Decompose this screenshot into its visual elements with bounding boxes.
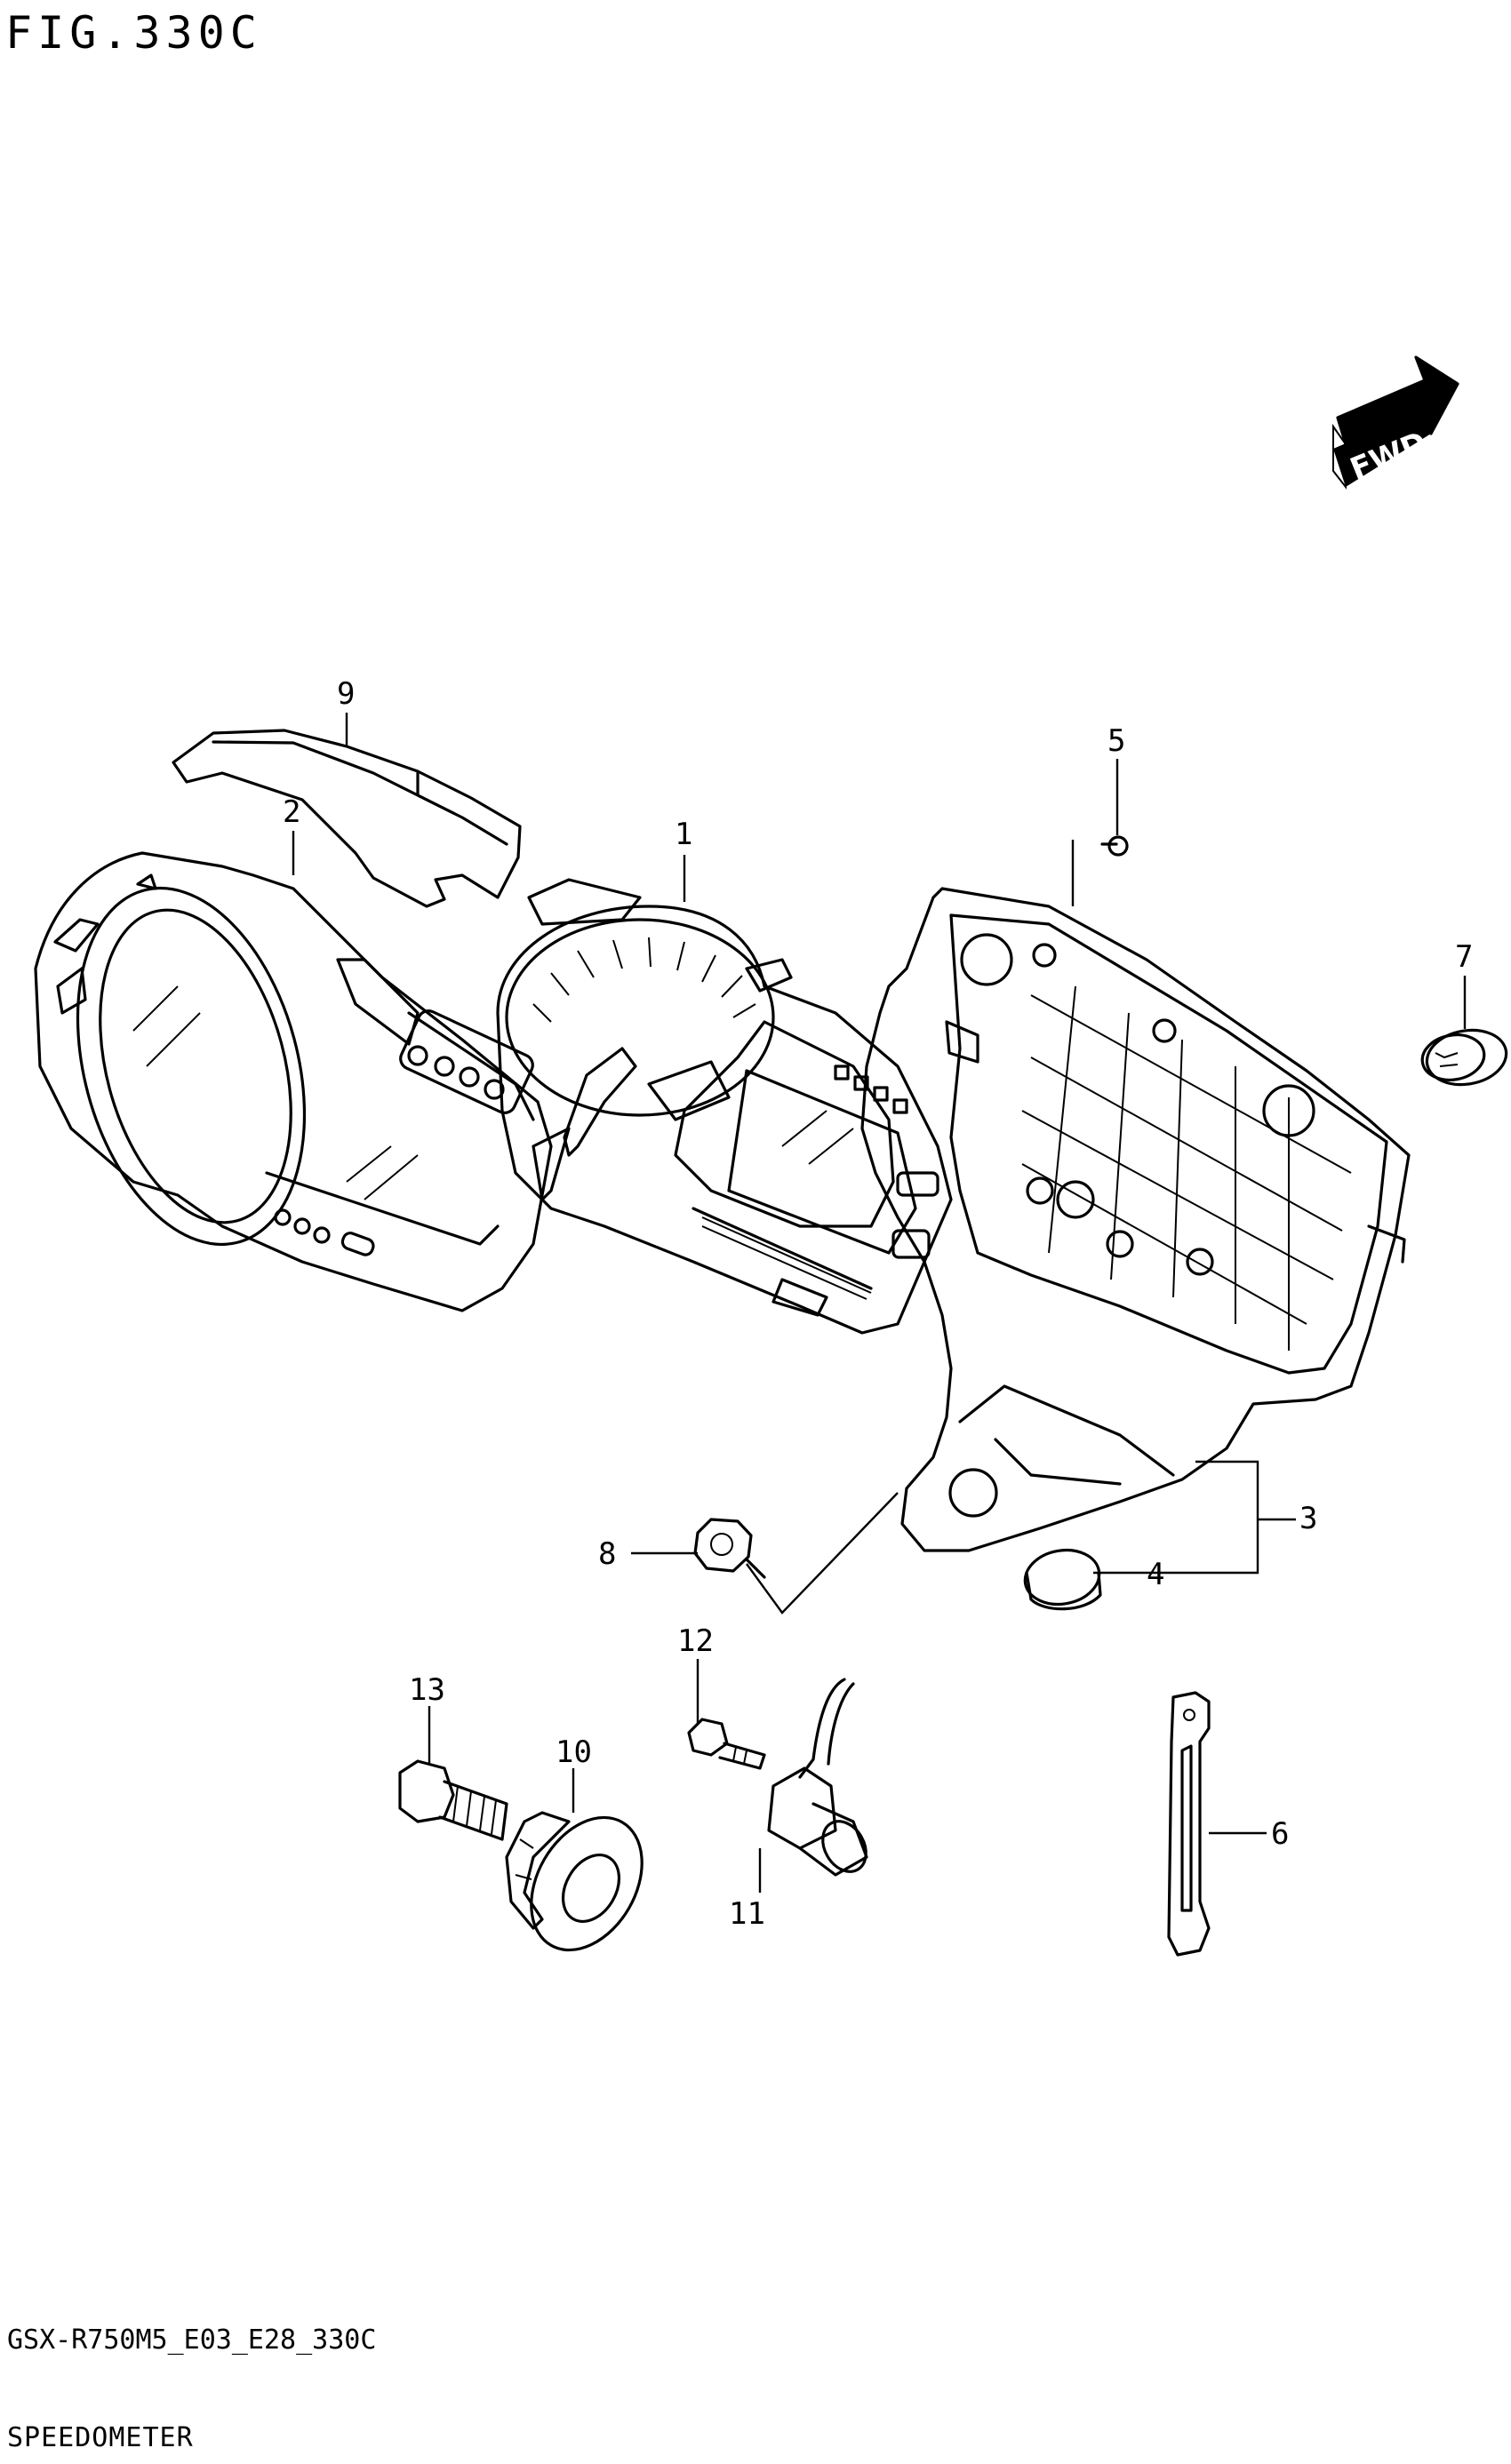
figure-title: FIG.330C [5, 7, 262, 59]
part-1-meter-assembly [496, 878, 953, 1335]
part-3-rear-case [860, 887, 1411, 1552]
callout-12: 12 [677, 1623, 714, 1659]
callout-numbers: 1 2 3 4 5 6 7 8 9 10 11 12 13 [283, 676, 1473, 1932]
part-8-bolt [693, 1518, 766, 1579]
callout-11: 11 [729, 1896, 765, 1932]
callout-13: 13 [409, 1672, 445, 1708]
callout-8: 8 [598, 1536, 616, 1572]
part-4-grommet [1023, 1548, 1102, 1611]
callout-4: 4 [1147, 1557, 1164, 1592]
callout-5: 5 [1107, 723, 1125, 759]
leader-lines [292, 713, 1467, 1893]
callout-6: 6 [1271, 1816, 1289, 1852]
part-2-meter-cover [34, 851, 553, 1312]
part-12-screw [687, 1718, 766, 1770]
figure-name: SPEEDOMETER [7, 2422, 194, 2453]
callout-1: 1 [675, 817, 692, 852]
callout-10: 10 [556, 1734, 592, 1770]
callout-3: 3 [1299, 1501, 1317, 1536]
callout-7: 7 [1455, 939, 1473, 975]
part-7-grommet [1420, 1028, 1508, 1087]
callout-2: 2 [283, 794, 300, 830]
part-10-spacer [505, 1811, 644, 1952]
model-code: GSX-R750M5_E03_E28_330C [7, 2324, 377, 2356]
fwd-arrow-icon: FWD [1332, 355, 1459, 490]
part-5-screw [1100, 835, 1129, 857]
part-13-bolt [398, 1759, 508, 1841]
part-11-sensor [767, 1678, 868, 1877]
part-6-strap [1167, 1691, 1211, 1957]
part-9-upper-cover [172, 729, 522, 908]
callout-9: 9 [337, 676, 355, 712]
